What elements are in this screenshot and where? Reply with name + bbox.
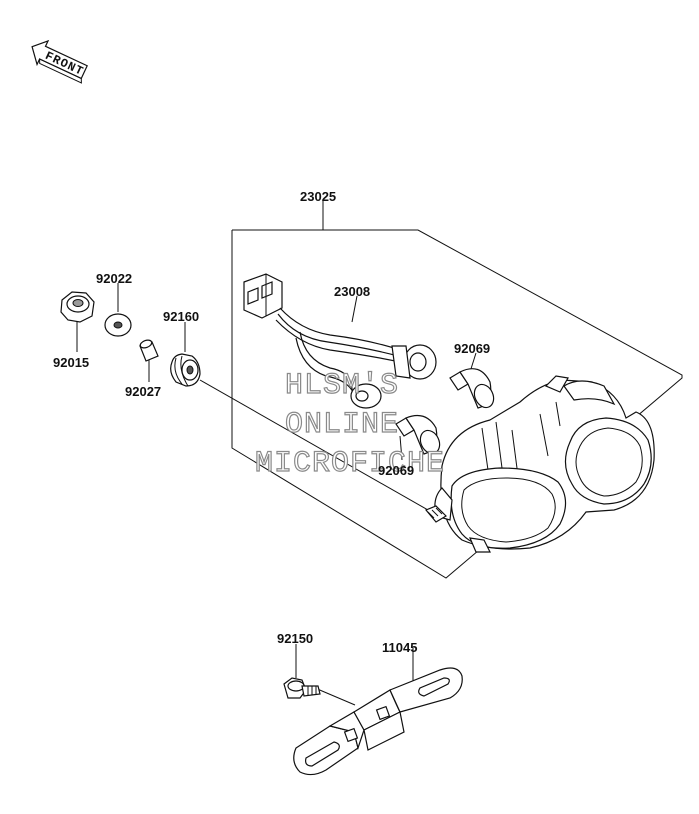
label-92015[interactable]: 92015 <box>53 355 89 370</box>
label-92150[interactable]: 92150 <box>277 631 313 646</box>
part-92150-bolt[interactable] <box>283 677 321 699</box>
assembly-outline <box>231 229 683 579</box>
label-23025[interactable]: 23025 <box>300 189 336 204</box>
label-23008[interactable]: 23008 <box>334 284 370 299</box>
part-labels: 23025 23008 92022 92015 92160 92027 9206… <box>53 189 490 655</box>
label-92160[interactable]: 92160 <box>163 309 199 324</box>
label-92027[interactable]: 92027 <box>125 384 161 399</box>
part-92027-collar[interactable] <box>139 339 159 362</box>
watermark-line-3: MICROFICHE <box>255 447 445 481</box>
part-92015-nut[interactable] <box>60 291 95 323</box>
part-11045-bracket[interactable] <box>293 667 463 776</box>
label-92069-top[interactable]: 92069 <box>454 341 490 356</box>
watermark-line-1: HLSM'S <box>285 369 399 403</box>
part-23025-tail-lamp[interactable] <box>425 375 655 553</box>
part-92069-bulb-bottom[interactable] <box>395 415 443 457</box>
front-arrow-icon: FRONT <box>31 39 88 84</box>
part-92160-grommet[interactable] <box>170 353 201 387</box>
watermark: HLSM'S ONLINE MICROFICHE <box>254 368 445 481</box>
part-92069-bulb-top[interactable] <box>449 368 497 411</box>
label-92069-bottom[interactable]: 92069 <box>378 463 414 478</box>
watermark-line-2: ONLINE <box>285 408 399 442</box>
label-92022[interactable]: 92022 <box>96 271 132 286</box>
part-23008-harness[interactable] <box>243 273 437 409</box>
part-92022-washer[interactable] <box>104 313 132 337</box>
label-11045[interactable]: 11045 <box>382 640 417 655</box>
